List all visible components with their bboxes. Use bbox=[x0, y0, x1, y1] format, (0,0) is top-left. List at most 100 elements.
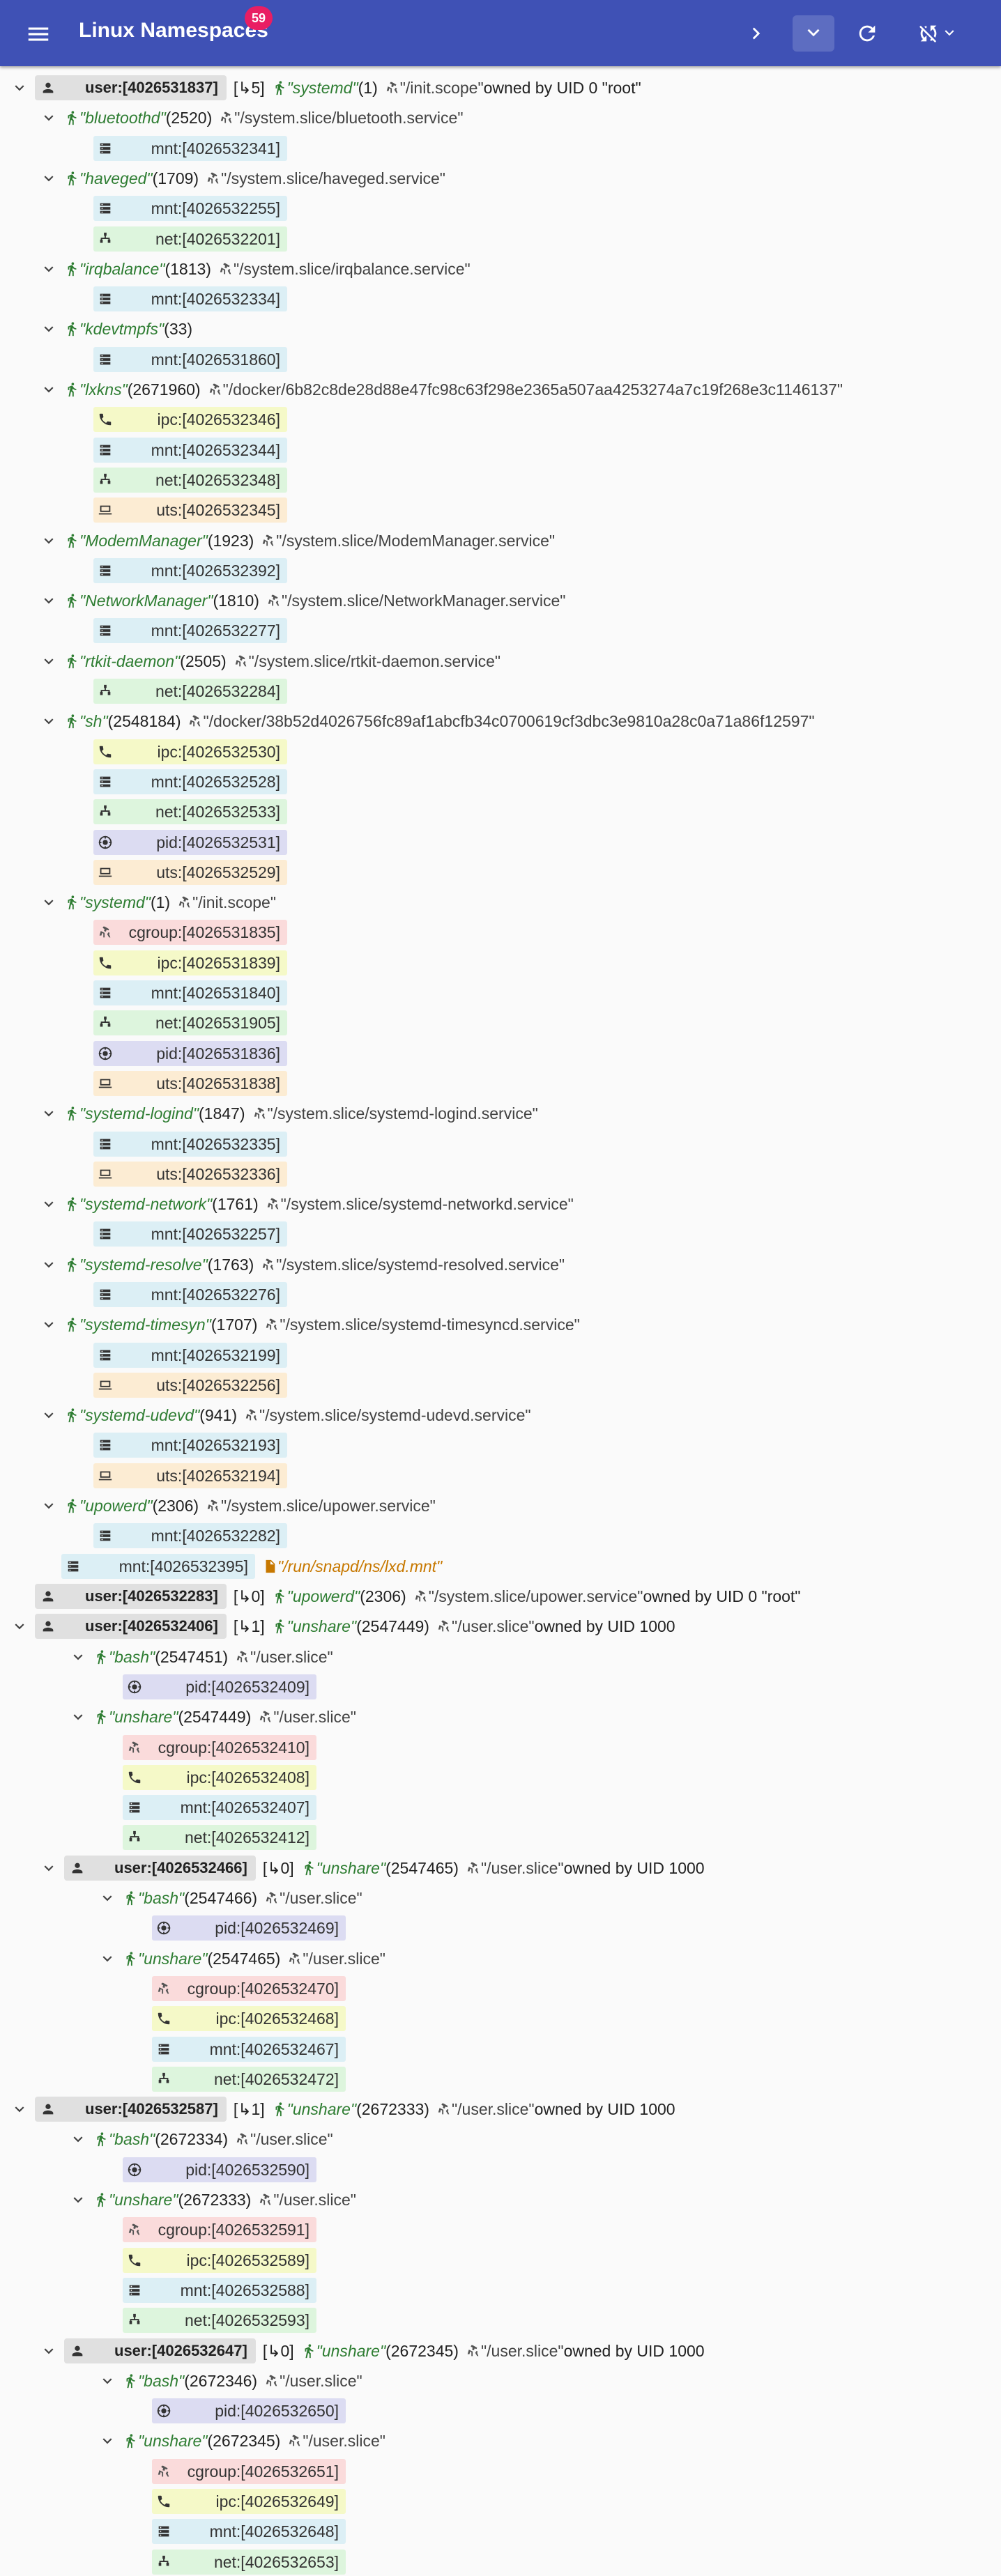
expand-toggle-icon[interactable] bbox=[39, 591, 59, 610]
net-namespace-row: net:[4026531905] bbox=[0, 1009, 1001, 1037]
refresh-button[interactable] bbox=[849, 15, 885, 52]
process-name: "irqbalance" bbox=[79, 259, 165, 278]
pid-namespace-row: pid:[4026532590] bbox=[0, 2156, 1001, 2184]
expand-toggle-icon[interactable] bbox=[39, 651, 59, 671]
expand-all-button[interactable] bbox=[793, 15, 834, 52]
expand-toggle-icon[interactable] bbox=[39, 1315, 59, 1334]
process-cgroup: "/user.slice" bbox=[303, 1949, 385, 1968]
pid-namespace-row: pid:[4026532409] bbox=[0, 1673, 1001, 1701]
mnt-namespace-row: mnt:[4026532648] bbox=[0, 2517, 1001, 2545]
expand-toggle-icon[interactable] bbox=[98, 2371, 117, 2391]
uts-icon bbox=[98, 865, 113, 880]
process-cgroup: "/user.slice" bbox=[273, 2190, 356, 2209]
ipc-namespace-chip: ipc:[4026532408] bbox=[123, 1765, 316, 1790]
process-pid: (2520) bbox=[165, 108, 213, 127]
process-name: "haveged" bbox=[79, 169, 153, 187]
expand-toggle-icon[interactable] bbox=[39, 169, 59, 188]
mnt-icon bbox=[98, 1528, 113, 1543]
process-cgroup: "/system.slice/systemd-networkd.service" bbox=[280, 1194, 574, 1213]
namespace-id: pid:[4026531836] bbox=[156, 1044, 280, 1063]
mnt-namespace-chip: mnt:[4026532407] bbox=[123, 1795, 316, 1820]
process-row: "bash" (2547451) "/user.slice" bbox=[0, 1643, 1001, 1671]
menu-icon[interactable] bbox=[25, 21, 52, 47]
user-namespace-chip: user:[4026531837] bbox=[35, 75, 227, 100]
process-icon bbox=[64, 714, 79, 729]
process-name: "ModemManager" bbox=[79, 531, 208, 550]
namespace-id: cgroup:[4026532410] bbox=[158, 1738, 310, 1757]
mnt-icon bbox=[98, 1287, 113, 1302]
net-namespace-chip: net:[4026531905] bbox=[93, 1010, 287, 1035]
expand-toggle-icon[interactable] bbox=[39, 1194, 59, 1214]
pid-namespace-row: pid:[4026532469] bbox=[0, 1914, 1001, 1942]
expand-toggle-icon[interactable] bbox=[39, 893, 59, 912]
expand-toggle-icon[interactable] bbox=[39, 711, 59, 731]
child-count: [↳1] bbox=[233, 1617, 265, 1635]
expand-toggle-icon[interactable] bbox=[39, 1104, 59, 1123]
expand-toggle-icon[interactable] bbox=[98, 1888, 117, 1908]
expand-toggle-icon[interactable] bbox=[68, 1707, 88, 1727]
expand-toggle-icon[interactable] bbox=[68, 2190, 88, 2209]
process-name: "systemd-timesyn" bbox=[79, 1315, 211, 1334]
mnt-namespace-row: mnt:[4026532335] bbox=[0, 1130, 1001, 1158]
expand-toggle-icon[interactable] bbox=[39, 1858, 59, 1878]
mnt-icon bbox=[98, 1226, 113, 1242]
expand-toggle-icon[interactable] bbox=[98, 1949, 117, 1968]
namespace-id: pid:[4026532469] bbox=[215, 1918, 339, 1937]
expand-toggle-icon[interactable] bbox=[10, 2099, 29, 2119]
namespace-id: mnt:[4026532344] bbox=[151, 440, 280, 459]
user-namespace-row: user:[4026532406][↳1]"unshare" (2547449)… bbox=[0, 1612, 1001, 1640]
expand-toggle-icon[interactable] bbox=[39, 531, 59, 550]
expand-toggle-icon[interactable] bbox=[10, 78, 29, 98]
mnt-namespace-row: mnt:[4026532467] bbox=[0, 2035, 1001, 2063]
pid-namespace-chip: pid:[4026532590] bbox=[123, 2157, 316, 2182]
process-row: "systemd-udevd" (941) "/system.slice/sys… bbox=[0, 1401, 1001, 1429]
namespace-id: mnt:[4026532335] bbox=[151, 1134, 280, 1153]
process-cgroup: "/system.slice/systemd-resolved.service" bbox=[276, 1255, 565, 1274]
net-namespace-row: net:[4026532348] bbox=[0, 466, 1001, 494]
pid-namespace-chip: pid:[4026531836] bbox=[93, 1041, 287, 1066]
expand-toggle-icon[interactable] bbox=[39, 1405, 59, 1425]
cgroup-icon bbox=[218, 261, 234, 277]
namespace-id: mnt:[4026532193] bbox=[151, 1435, 280, 1454]
process-pid: (2672333) bbox=[356, 2099, 429, 2118]
process-pid: (2505) bbox=[180, 651, 227, 670]
expand-toggle-icon[interactable] bbox=[39, 380, 59, 399]
cgroup-icon bbox=[264, 1890, 280, 1906]
expand-toggle-icon[interactable] bbox=[68, 1647, 88, 1667]
user-namespace-chip: user:[4026532466] bbox=[64, 1856, 256, 1881]
process-pid: (2547451) bbox=[155, 1647, 229, 1666]
mnt-namespace-row: mnt:[4026532395] "/run/snapd/ns/lxd.mnt" bbox=[0, 1552, 1001, 1580]
auto-refresh-menu-button[interactable] bbox=[910, 15, 965, 52]
expand-toggle-icon[interactable] bbox=[39, 259, 59, 279]
expand-toggle-icon[interactable] bbox=[39, 1496, 59, 1515]
process-icon bbox=[93, 2192, 109, 2207]
net-icon bbox=[98, 804, 113, 819]
collapse-all-button[interactable] bbox=[739, 15, 775, 52]
mnt-namespace-chip: mnt:[4026532648] bbox=[152, 2519, 346, 2544]
expand-toggle-icon[interactable] bbox=[10, 1617, 29, 1636]
process-row: "systemd-resolve" (1763) "/system.slice/… bbox=[0, 1251, 1001, 1279]
process-name: "unshare" bbox=[286, 1617, 357, 1635]
process-row: "kdevtmpfs" (33) bbox=[0, 315, 1001, 343]
namespace-id: pid:[4026532650] bbox=[215, 2401, 339, 2420]
ipc-namespace-row: ipc:[4026532649] bbox=[0, 2488, 1001, 2515]
expand-toggle-icon[interactable] bbox=[39, 2341, 59, 2361]
expand-toggle-icon[interactable] bbox=[98, 2431, 117, 2451]
mnt-icon bbox=[127, 1800, 142, 1815]
expand-toggle-icon[interactable] bbox=[39, 108, 59, 128]
process-icon bbox=[272, 80, 287, 95]
mnt-namespace-chip: mnt:[4026532392] bbox=[93, 558, 287, 583]
process-icon bbox=[64, 110, 79, 125]
net-namespace-row: net:[4026532412] bbox=[0, 1823, 1001, 1851]
cgroup-icon bbox=[206, 171, 221, 186]
mnt-icon bbox=[156, 2042, 171, 2057]
namespace-id: ipc:[4026532346] bbox=[157, 410, 281, 429]
cgroup-icon bbox=[261, 533, 276, 548]
user-namespace-row: user:[4026532283][↳0]"upowerd" (2306) "/… bbox=[0, 1582, 1001, 1610]
mnt-icon bbox=[98, 141, 113, 156]
cgroup-icon bbox=[252, 1106, 268, 1121]
process-cgroup: "/system.slice/haveged.service" bbox=[221, 169, 445, 187]
expand-toggle-icon[interactable] bbox=[39, 319, 59, 339]
expand-toggle-icon[interactable] bbox=[68, 2129, 88, 2149]
expand-toggle-icon[interactable] bbox=[39, 1255, 59, 1274]
